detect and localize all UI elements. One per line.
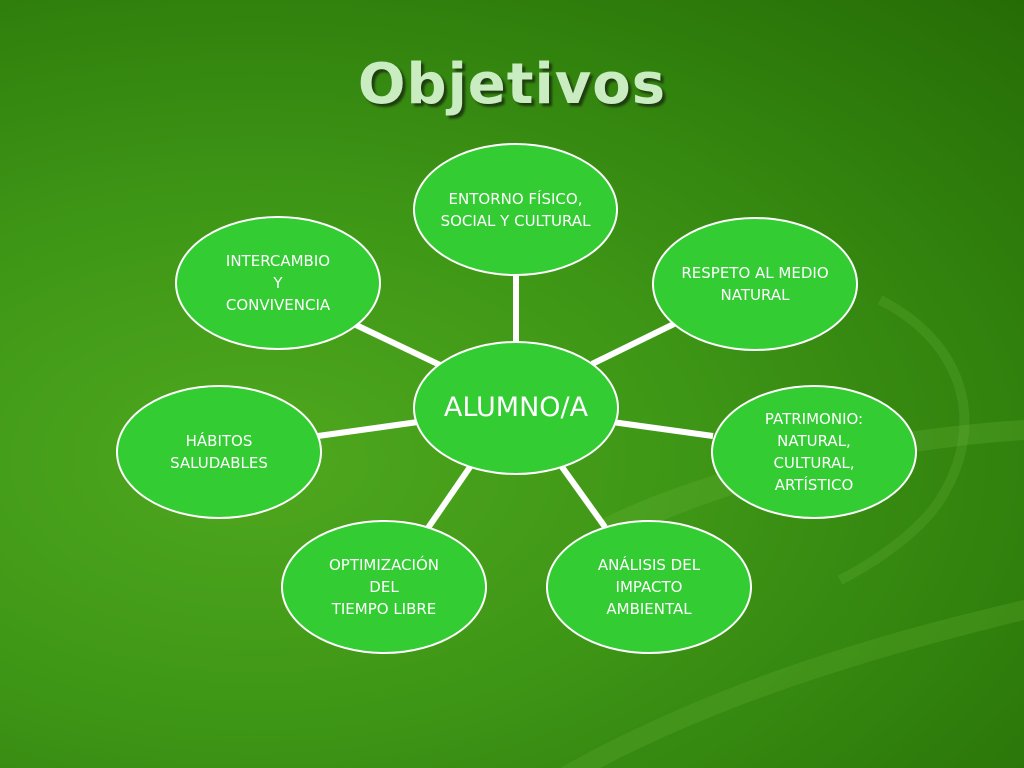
node-respeto-label: RESPETO AL MEDIO NATURAL [681, 264, 829, 304]
node-habitos: HÁBITOS SALUDABLES [116, 385, 322, 519]
node-intercambio: INTERCAMBIO Y CONVIVENCIA [175, 216, 381, 350]
connector-optimizacion [425, 465, 473, 530]
connector-analisis [559, 465, 608, 529]
node-patrimonio: PATRIMONIO: NATURAL, CULTURAL, ARTÍSTICO [711, 385, 917, 519]
node-entorno: ENTORNO FÍSICO, SOCIAL Y CULTURAL [413, 143, 618, 276]
node-intercambio-label: INTERCAMBIO Y CONVIVENCIA [225, 252, 331, 314]
node-patrimonio-label: PATRIMONIO: NATURAL, CULTURAL, ARTÍSTICO [764, 410, 864, 494]
node-center-label: ALUMNO/A [443, 392, 589, 423]
node-analisis: ANÁLISIS DEL IMPACTO AMBIENTAL [546, 520, 752, 654]
connector-respeto [590, 319, 680, 367]
node-habitos-label: HÁBITOS SALUDABLES [170, 432, 268, 472]
node-center-alumno: ALUMNO/A [413, 341, 619, 475]
node-optimizacion-label: OPTIMIZACIÓN DEL TIEMPO LIBRE [328, 556, 439, 618]
node-optimizacion: OPTIMIZACIÓN DEL TIEMPO LIBRE [281, 520, 487, 654]
connector-habitos [317, 419, 419, 439]
node-respeto: RESPETO AL MEDIO NATURAL [652, 217, 858, 351]
node-entorno-label: ENTORNO FÍSICO, SOCIAL Y CULTURAL [440, 189, 591, 230]
node-analisis-label: ANÁLISIS DEL IMPACTO AMBIENTAL [597, 556, 701, 618]
connector-intercambio [354, 322, 442, 368]
slide-title: Objetivos [357, 52, 667, 117]
connector-patrimonio [611, 419, 714, 439]
